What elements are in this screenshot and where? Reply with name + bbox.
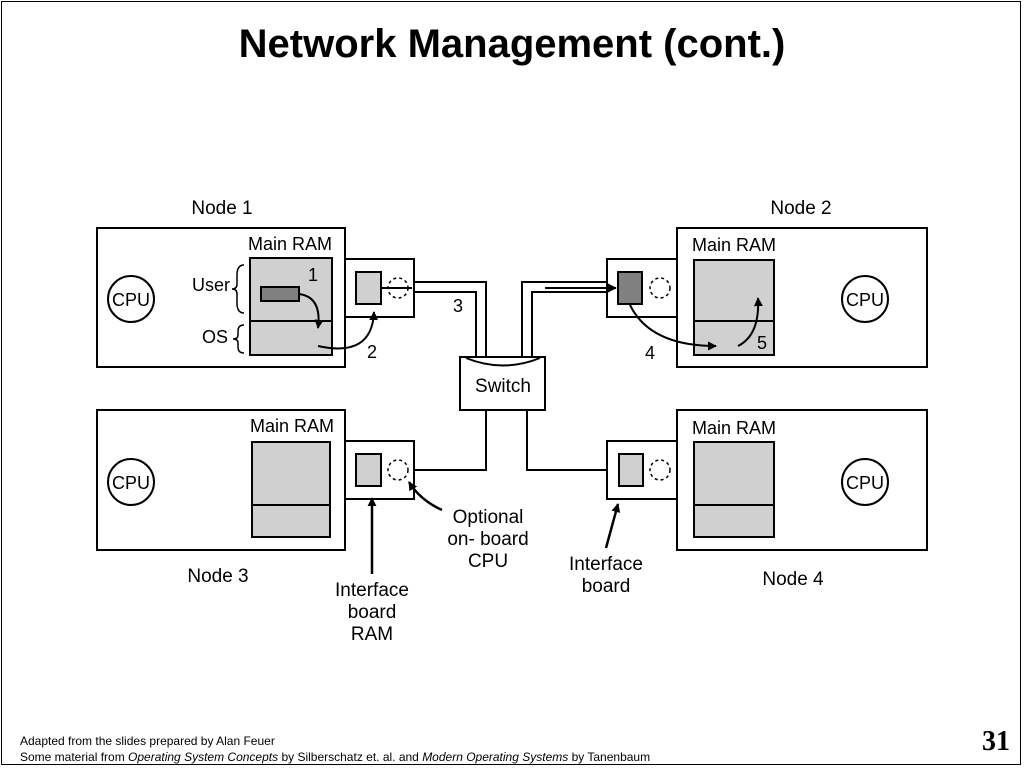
node-1-ram-label: Main RAM (248, 234, 332, 254)
node-1-main-ram (249, 257, 333, 356)
network-wiring (414, 281, 607, 471)
node-4: CPU Main RAM Node 4 (606, 409, 928, 590)
interface-board-arrow (604, 503, 621, 549)
node-4-interface-ram (618, 453, 644, 487)
node-2: Node 2 CPU Main RAM (606, 198, 928, 368)
node-1-cpu (107, 275, 155, 323)
footer-prefix: Some material from (20, 750, 129, 764)
optional-cpu-arrow (407, 481, 443, 512)
node-2-interface-ram (617, 271, 643, 305)
node-2-onboard-cpu (649, 277, 671, 299)
callout-interface-board: Interface board (569, 503, 643, 597)
footer-credits: Adapted from the slides prepared by Alan… (20, 733, 650, 765)
wire-node1-outer (414, 281, 487, 357)
step-4-arrow (629, 304, 717, 351)
interface-ram-line-2: board (348, 602, 397, 623)
node-4-onboard-cpu (649, 459, 671, 481)
node-3-ram-label: Main RAM (250, 416, 334, 436)
node-2-cpu-label: CPU (846, 290, 884, 310)
optional-cpu-line-1: Optional (453, 507, 524, 528)
step-1-label: 1 (308, 265, 318, 285)
node-3-interface-ram (355, 453, 382, 487)
node-4-label: Node 4 (762, 569, 824, 590)
switch-route (465, 357, 541, 367)
node-1-user-buffer (260, 286, 300, 302)
footer-suffix: by Tanenbaum (568, 750, 651, 764)
user-brace (231, 264, 245, 314)
page-number: 31 (982, 726, 1010, 757)
os-brace (232, 324, 245, 354)
footer-line-2: Some material from Operating System Conc… (20, 749, 650, 765)
step-1-arrow (298, 293, 324, 329)
wire-node2-outer (521, 281, 607, 357)
node-3-main-ram (251, 441, 331, 538)
node-4-cpu-label: CPU (846, 473, 884, 493)
node-1-interface-ram (355, 271, 382, 305)
footer-mid: by Silberschatz et. al. and (278, 750, 423, 764)
interface-ram-line-3: RAM (351, 624, 393, 645)
wire-node3 (414, 410, 487, 471)
node-2-label: Node 2 (770, 198, 831, 219)
node-3-label: Node 3 (187, 566, 248, 587)
interface-board-line-2: board (582, 576, 631, 597)
node-2-main-ram (693, 259, 775, 356)
step-5-arrow (737, 297, 763, 347)
step-5-label: 5 (757, 333, 767, 353)
node-1-cpu-label: CPU (112, 290, 150, 310)
step-4-label: 4 (645, 343, 655, 363)
node-3-cpu (107, 458, 155, 506)
transfer-arrows (298, 283, 763, 351)
callout-interface-board-ram: Interface board RAM (335, 497, 409, 645)
node-2-ram-label: Main RAM (692, 235, 776, 255)
os-label: OS (202, 327, 228, 347)
step-2-arrow (317, 311, 379, 350)
book-title-1: Operating System Concepts (128, 750, 279, 764)
node-3-cpu-label: CPU (112, 473, 150, 493)
node-4-main-ram (693, 441, 775, 538)
step-3-label: 3 (453, 296, 463, 316)
slide-title: Network Management (cont.) (238, 22, 786, 66)
wire-node2-inner (531, 291, 607, 357)
footer-line-1: Adapted from the slides prepared by Alan… (20, 734, 275, 748)
user-label: User (192, 275, 230, 295)
book-title-2: Modern Operating Systems (422, 750, 569, 764)
node-1: Node 1 CPU Main RAM User OS (96, 198, 415, 368)
wire-node4 (526, 410, 607, 471)
node-4-ram-label: Main RAM (692, 418, 776, 438)
node-4-cpu (841, 458, 889, 506)
callout-optional-cpu: Optional on- board CPU (407, 481, 529, 572)
node-1-label: Node 1 (191, 198, 252, 219)
interface-ram-line-1: Interface (335, 580, 409, 601)
node-3: CPU Main RAM Node 3 (96, 409, 415, 587)
node-3-onboard-cpu (387, 459, 409, 481)
optional-cpu-line-2: on- board (447, 529, 528, 550)
switch-label: Switch (475, 376, 531, 397)
step-2-label: 2 (367, 342, 377, 362)
optional-cpu-line-3: CPU (468, 551, 508, 572)
wire-node1-inner (414, 291, 477, 357)
interface-board-line-1: Interface (569, 554, 643, 575)
node-2-cpu (841, 275, 889, 323)
